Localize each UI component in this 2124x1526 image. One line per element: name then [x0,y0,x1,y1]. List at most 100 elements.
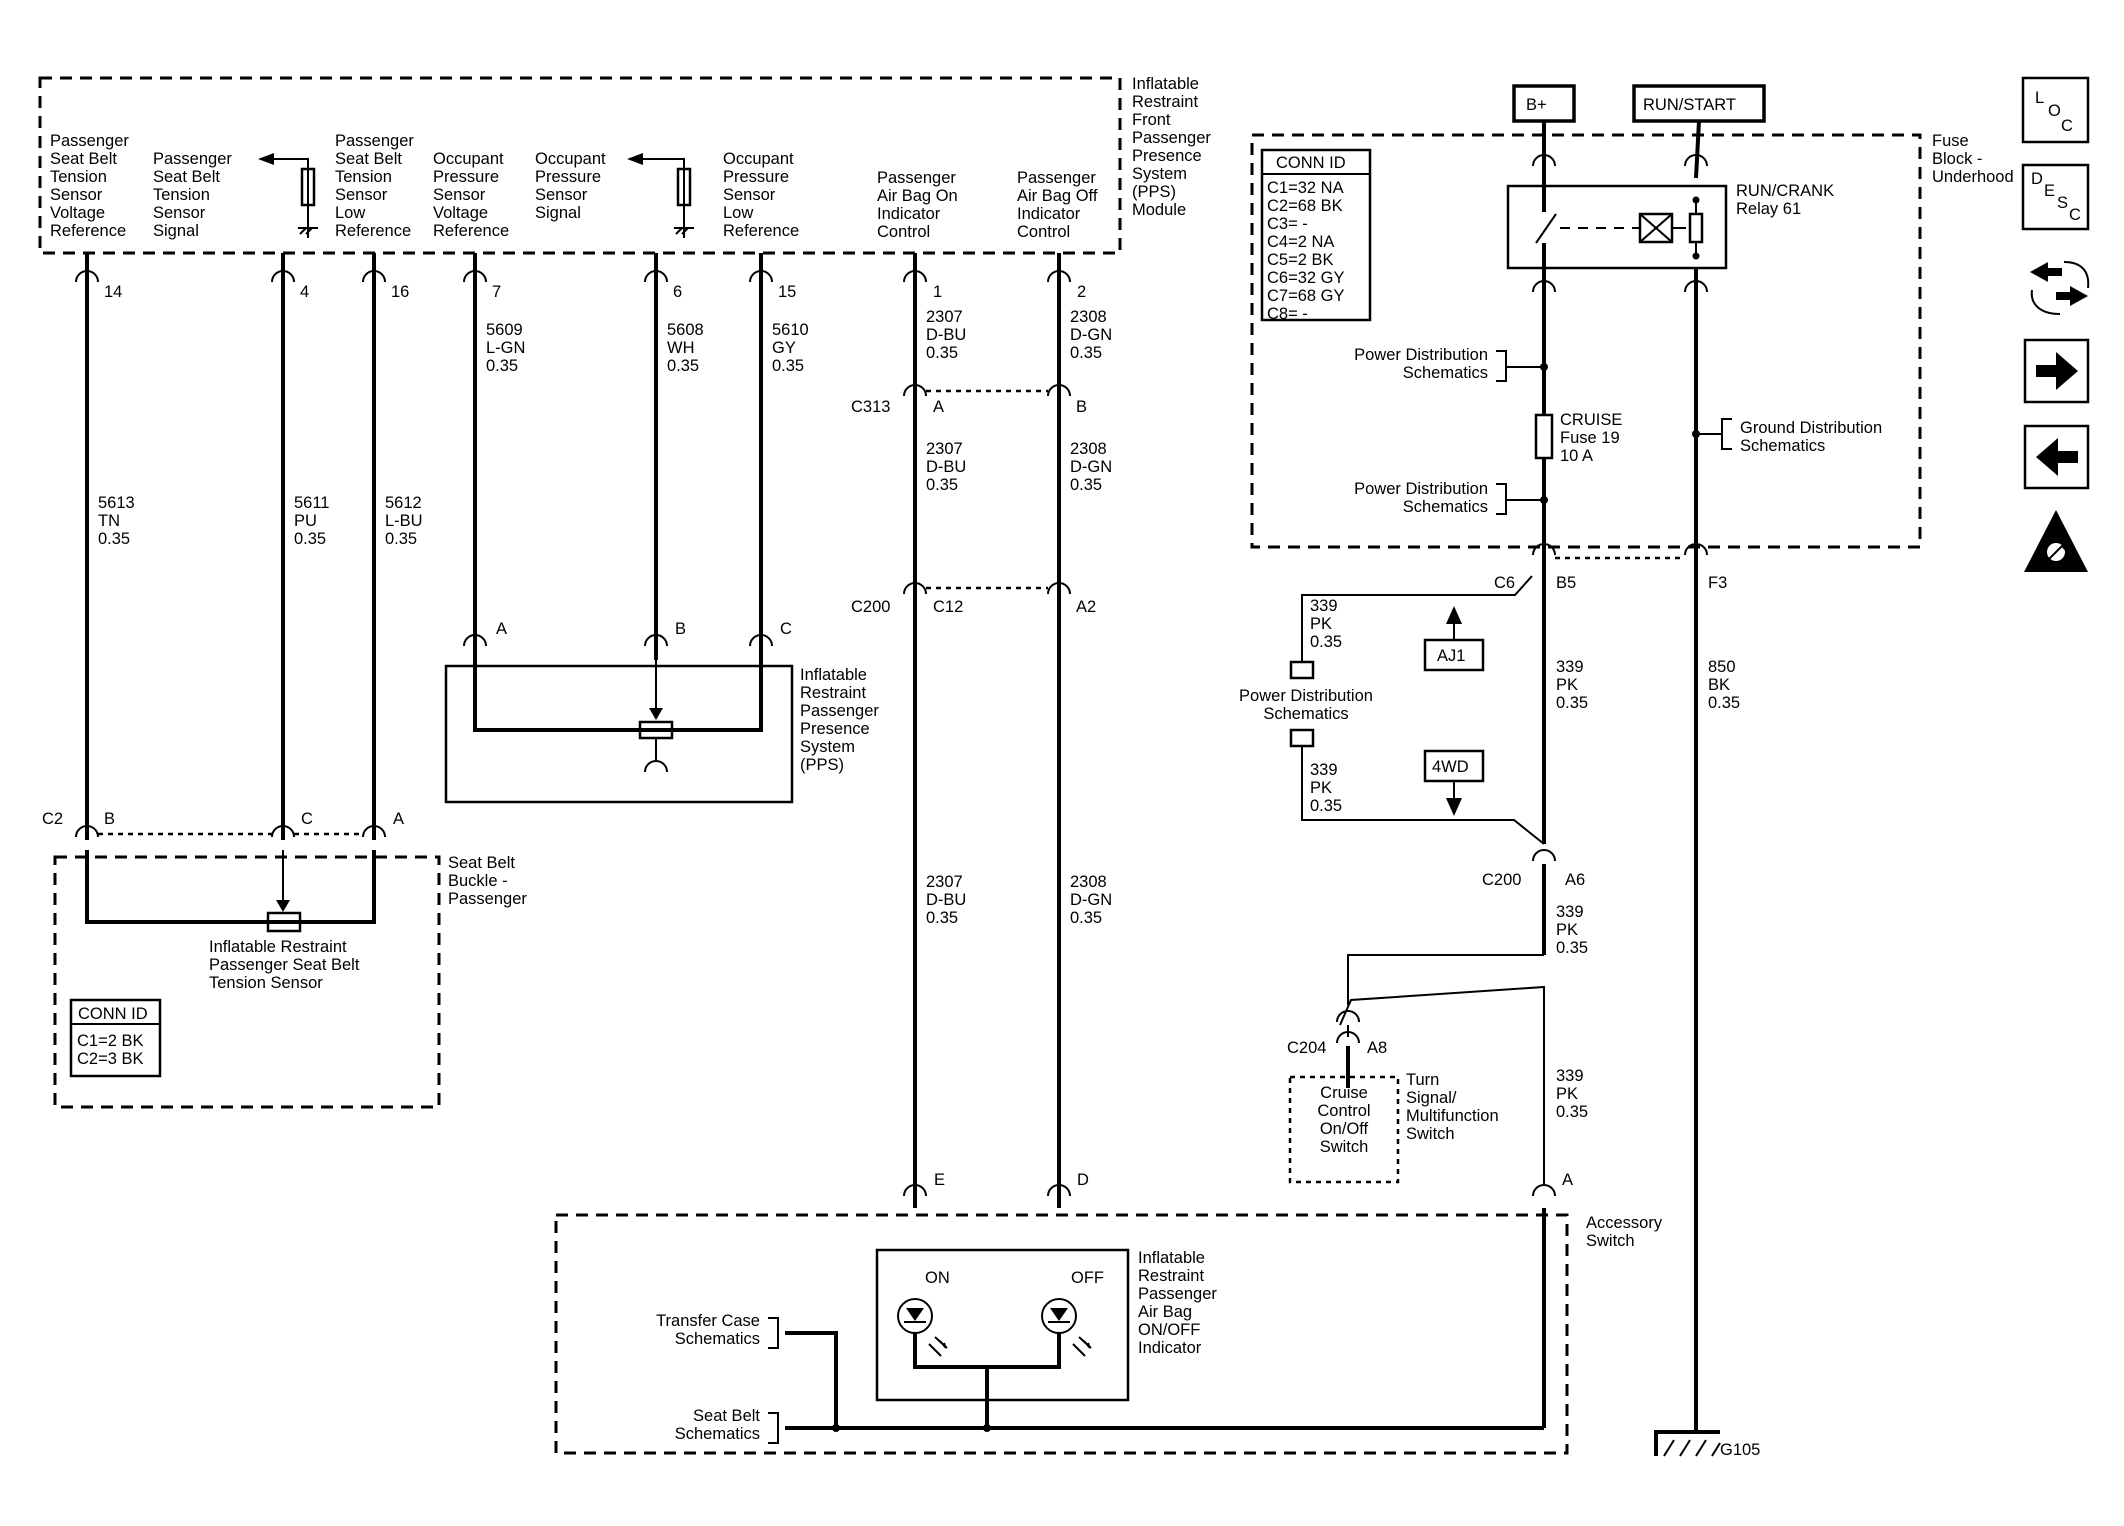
c313-pin-a: A [933,398,944,416]
indicator-wires [903,253,1071,1208]
pin-number-1: 1 [933,283,942,301]
c200-label-a: C200 [851,598,890,616]
c200-pin-c12: C12 [933,598,963,616]
c204-label: C204 [1287,1039,1326,1057]
c2-pin-c: C [301,810,313,828]
aj1-ref[interactable]: AJ1 [1423,606,1485,672]
fuse-block-conn-title: CONN ID [1276,154,1346,172]
c200-label-b: C200 [1482,871,1521,889]
c2-connector [75,825,386,838]
accessory-switch [554,1184,1569,1455]
indicator-off: OFF [1071,1269,1104,1287]
svg-text:C: C [2061,117,2073,135]
pps-pin-b: B [675,620,686,638]
acc-pin-d: D [1077,1171,1089,1189]
pps-pin-c: C [780,620,792,638]
connector-end-view-icon[interactable] [2030,261,2090,315]
svg-text:E: E [2044,182,2055,200]
acc-pin-a: A [1562,1171,1573,1189]
airbag-warning-icon[interactable] [2024,510,2088,572]
pin-number-14: 14 [104,283,122,301]
seat-belt-conn-title: CONN ID [78,1005,148,1023]
previous-page-icon[interactable] [2023,424,2090,490]
loc-icon[interactable]: L O C [2021,76,2090,144]
c2-pin-a: A [393,810,404,828]
c313-label: C313 [851,398,890,416]
indicator-on: ON [925,1269,950,1287]
c204-pin-a8: A8 [1367,1039,1387,1057]
occupant-wires [463,253,773,660]
pps-pin-a: A [496,620,507,638]
svg-text:O: O [2048,102,2061,120]
c6-label: C6 [1494,574,1515,592]
c2-pin-b: B [104,810,115,828]
svg-text:L: L [2035,89,2044,107]
acc-pin-e: E [934,1171,945,1189]
seat-belt-wires [85,253,376,840]
ground-label: G105 [1720,1441,1760,1459]
c313-pin-b: B [1076,398,1087,416]
seat-belt-conn-table [69,998,162,1078]
next-page-icon[interactable] [2023,338,2090,404]
f3-label: F3 [1708,574,1727,592]
c2-label: C2 [42,810,63,828]
b5-label: B5 [1556,574,1576,592]
pps-sensor [444,660,794,804]
pin-number-16: 16 [391,283,409,301]
pps-module-terminals [75,270,1071,283]
c200-pin-a2: A2 [1076,598,1096,616]
c200-pin-a6: A6 [1565,871,1585,889]
aj1-label: AJ1 [1437,647,1465,665]
cruise-switch-box [1288,1075,1400,1184]
runstart-label: RUN/START [1643,96,1736,114]
pin-number-2: 2 [1077,283,1086,301]
svg-text:C: C [2069,206,2081,224]
svg-text:D: D [2031,170,2043,188]
pin-number-7: 7 [492,283,501,301]
pin-number-4: 4 [300,283,309,301]
pin-number-6: 6 [673,283,682,301]
desc-icon[interactable]: D E S C [2021,163,2090,231]
seat-belt-buckle [53,850,441,1109]
4wd-ref[interactable]: 4WD [1423,749,1485,816]
